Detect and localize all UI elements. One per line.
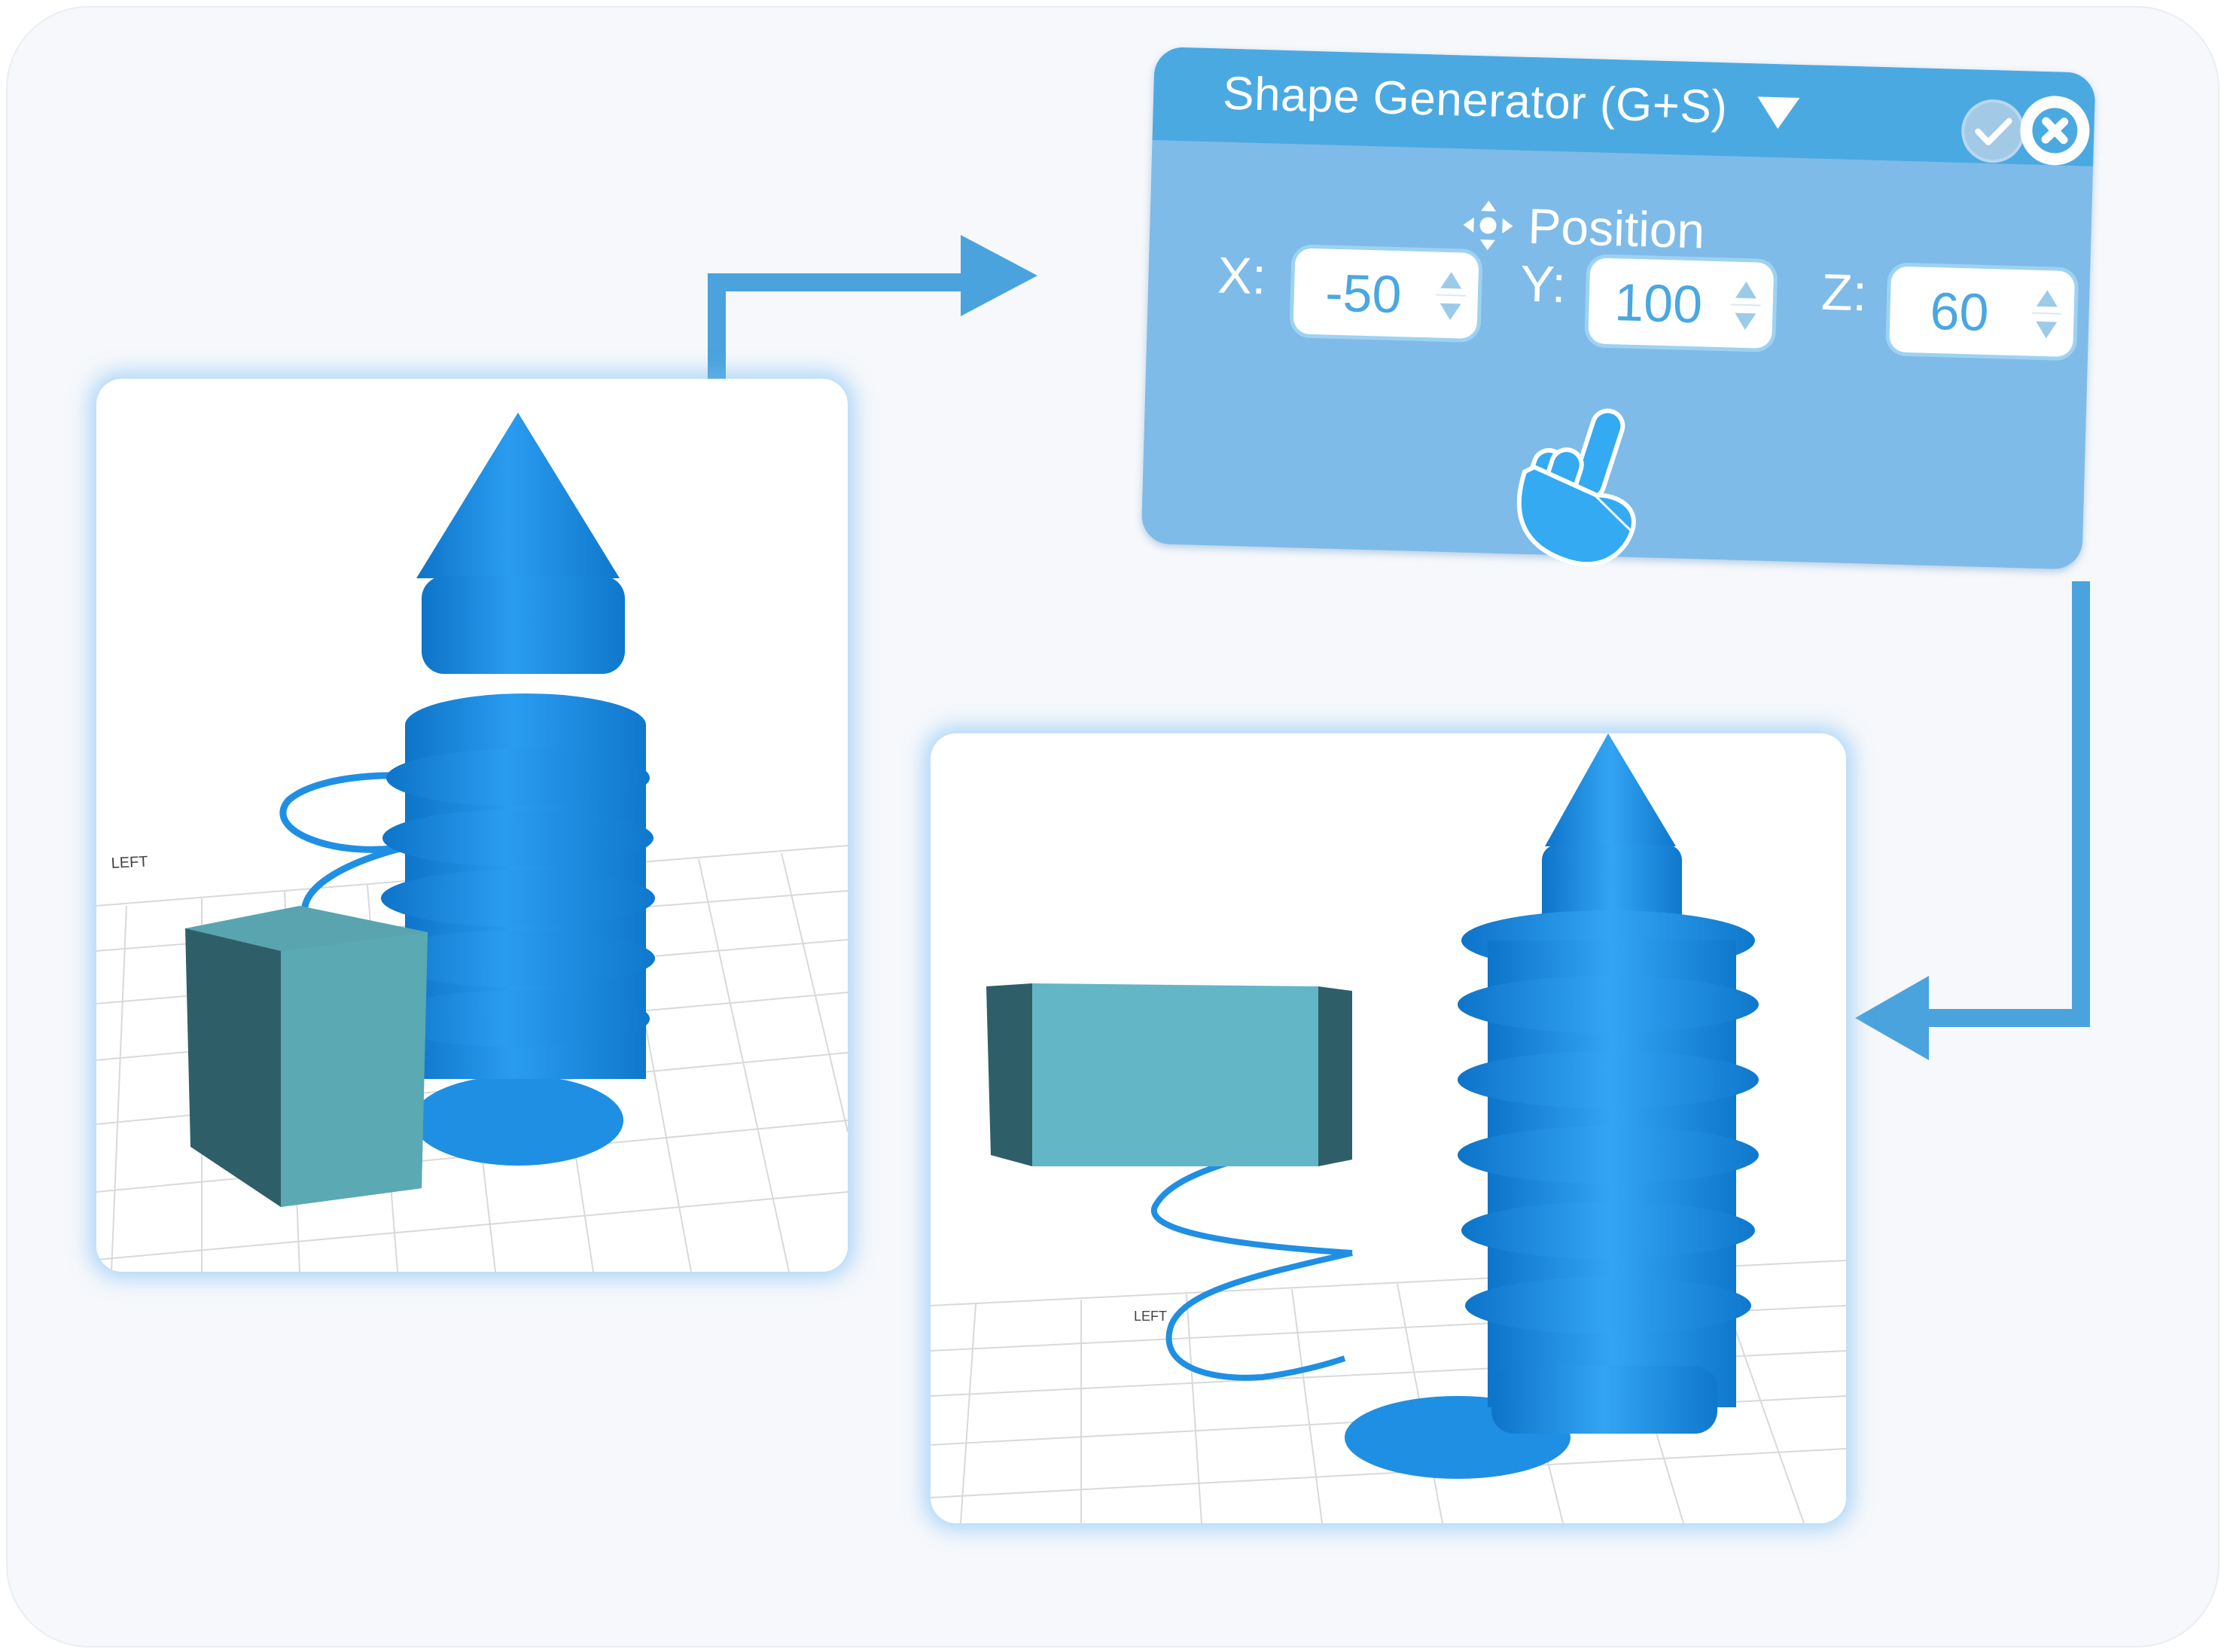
close-button[interactable] (2019, 95, 2091, 166)
x-decrement-icon[interactable] (1440, 303, 1461, 321)
panel-header: Shape Generator (G+S) (1152, 47, 2096, 166)
dropdown-icon[interactable] (1756, 96, 1800, 130)
close-icon (2032, 108, 2078, 154)
z-value[interactable]: 60 (1929, 281, 1990, 343)
position-section-title: Position (1463, 197, 1706, 260)
pentagon-prism (986, 983, 1352, 1166)
y-increment-icon[interactable] (1735, 281, 1757, 299)
x-input[interactable]: -50 (1293, 248, 1479, 340)
screw (1458, 733, 1759, 1434)
x-value[interactable]: -50 (1324, 263, 1403, 325)
y-decrement-icon[interactable] (1734, 312, 1756, 331)
z-spinner-divider (2031, 312, 2062, 315)
gear (413, 1075, 623, 1166)
viewport-before: LEFT (96, 379, 848, 1272)
x-increment-icon[interactable] (1440, 271, 1462, 289)
y-label: Y: (1519, 255, 1567, 314)
scene-after: LEFT (931, 733, 1846, 1523)
y-spinner-divider (1730, 303, 1761, 306)
axis-label-left: LEFT (111, 853, 148, 872)
scene-before: LEFT (96, 413, 848, 1272)
y-input[interactable]: 100 (1588, 258, 1775, 349)
confirm-button[interactable] (1960, 98, 2026, 164)
check-icon (1975, 117, 2012, 145)
y-value[interactable]: 100 (1613, 273, 1704, 334)
viewport-after: LEFT (931, 733, 1846, 1523)
shape-generator-panel: Shape Generator (G+S) (1141, 47, 2096, 570)
x-label: X: (1217, 246, 1267, 306)
position-label: Position (1527, 197, 1706, 259)
x-spinner-divider (1435, 294, 1466, 297)
move-icon (1463, 200, 1513, 251)
pentagon-prism (185, 906, 428, 1207)
z-increment-icon[interactable] (2036, 289, 2058, 307)
z-input[interactable]: 60 (1889, 266, 2076, 358)
z-label: Z: (1820, 263, 1868, 322)
z-decrement-icon[interactable] (2035, 321, 2058, 339)
panel-title: Shape Generator (G+S) (1222, 67, 1729, 134)
screw (381, 413, 655, 1079)
axis-label-left: LEFT (1134, 1309, 1167, 1324)
hand-pointer-icon (1516, 408, 1636, 567)
